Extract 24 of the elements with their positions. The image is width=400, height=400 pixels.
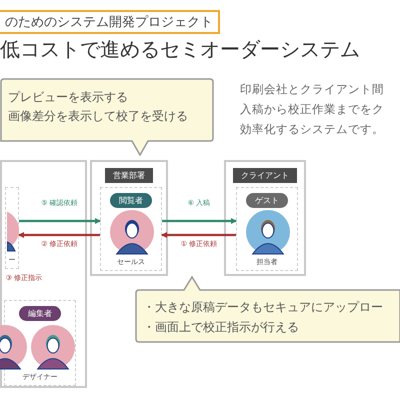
group-panel bbox=[0, 160, 87, 388]
role-badge: 編集者 bbox=[19, 306, 61, 321]
role-badge: ゲスト bbox=[246, 193, 288, 208]
header-label: クライアント bbox=[233, 168, 297, 183]
department-panel bbox=[224, 160, 306, 276]
heading: 低コストで進めるセミオーダーシステム bbox=[0, 36, 360, 63]
callout-text: プレビューを表示する 画像差分を表示して校了を受ける bbox=[8, 89, 188, 126]
arrow bbox=[19, 218, 101, 224]
description-text: 入稿から校正作業までをク bbox=[240, 102, 384, 117]
arrow bbox=[162, 218, 237, 224]
header-label: 営業部署 bbox=[105, 168, 153, 183]
role-badge: 閲覧者 bbox=[110, 193, 152, 208]
callout-bubble bbox=[135, 276, 400, 343]
description-text: 印刷会社とクライアント間 bbox=[240, 82, 384, 97]
user-card bbox=[100, 187, 162, 271]
department-panel bbox=[90, 160, 168, 276]
subtitle-box: のためのシステム開発プロジェクト bbox=[0, 10, 220, 34]
arrow bbox=[161, 232, 236, 238]
user-card bbox=[5, 187, 19, 269]
user-card bbox=[236, 187, 298, 271]
arrow bbox=[18, 232, 100, 238]
callout-text: ・大きな原稿データもセキュアにアップロー ・画面上で校正指示が行える bbox=[143, 299, 383, 336]
callout-bubble bbox=[0, 78, 214, 156]
description-text: 効率化するシステムです。 bbox=[240, 122, 384, 137]
